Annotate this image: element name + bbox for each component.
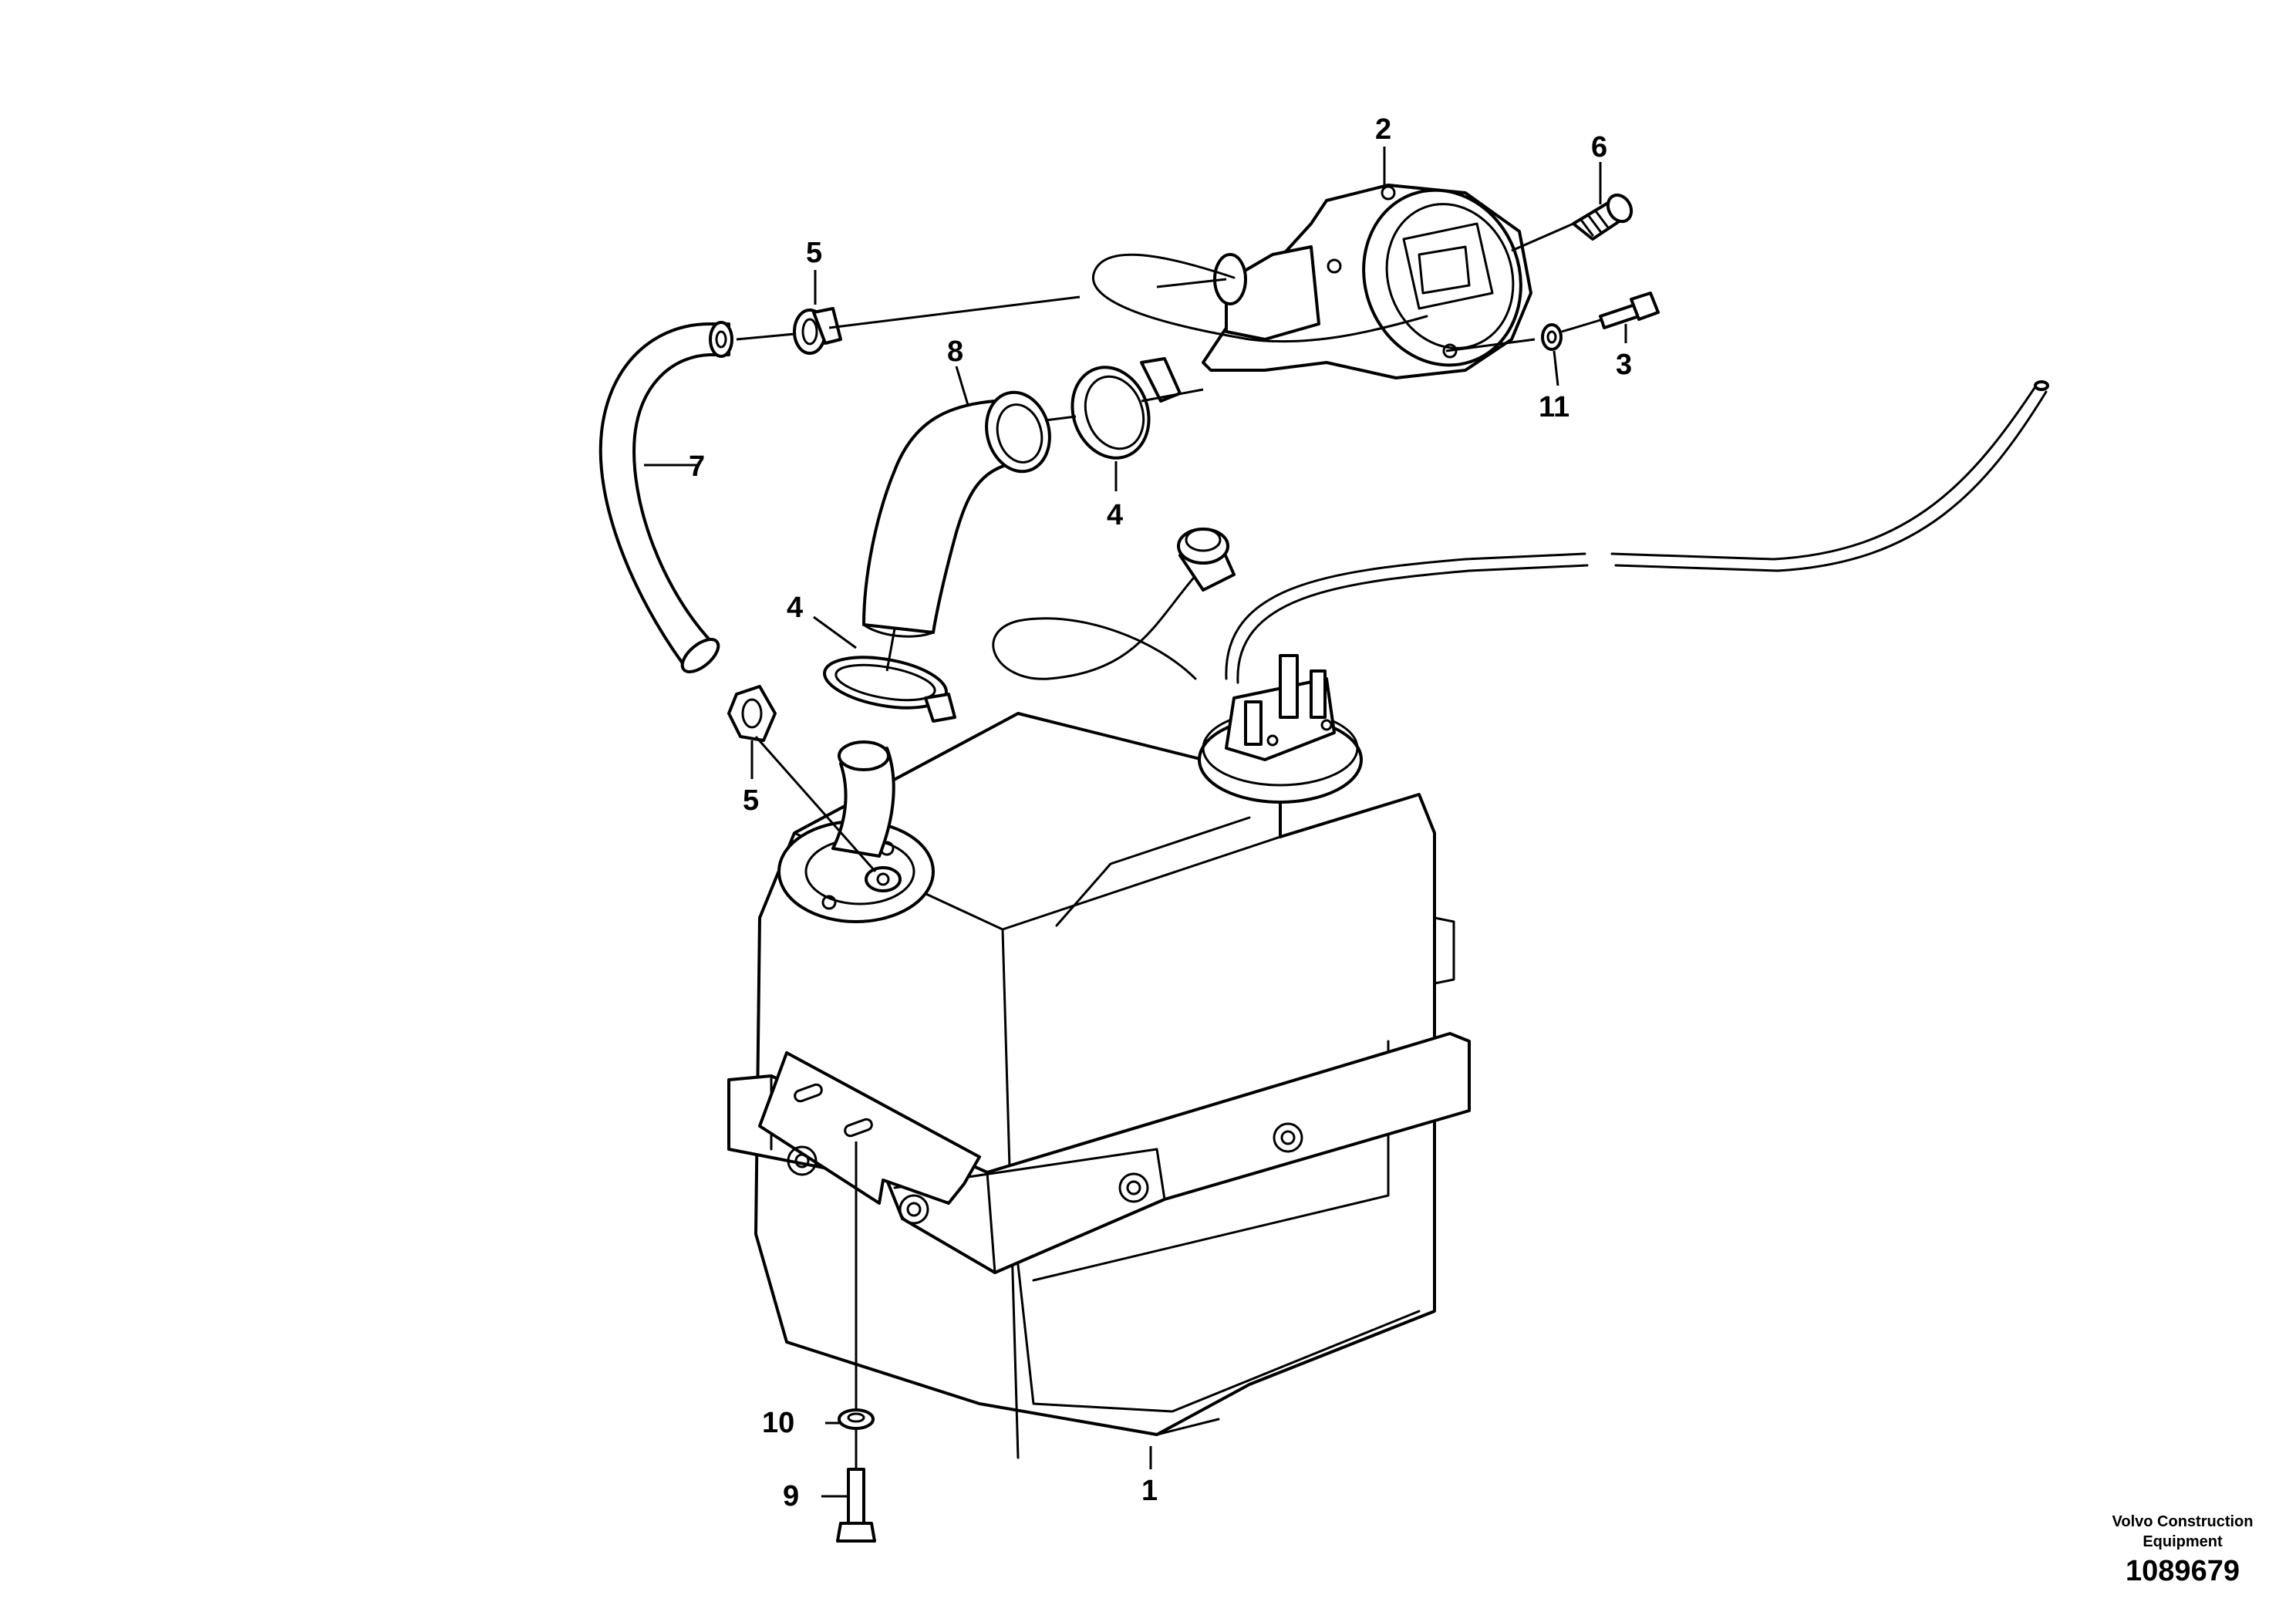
- clamp-5-lower: [727, 685, 777, 742]
- drawing-number: 1089679: [2126, 1555, 2240, 1587]
- callout-2: 2: [1375, 113, 1391, 146]
- callout-4-lower: 4: [787, 592, 803, 624]
- callout-5-upper: 5: [806, 237, 822, 269]
- callout-6: 6: [1591, 131, 1607, 164]
- part-9-bolt: [836, 1468, 876, 1543]
- hose-7: [598, 321, 733, 673]
- part-6-fitting: [1572, 193, 1633, 241]
- callout-labels: 1 2 3 4 4 5 5 6 7 8 9 10 11: [689, 113, 1632, 1512]
- callout-10: 10: [762, 1407, 794, 1439]
- wire-harness: [992, 528, 1236, 680]
- hose-8: [862, 390, 1051, 638]
- credit-company-line2: Equipment: [2143, 1533, 2223, 1550]
- clamp-5-upper: [793, 307, 842, 355]
- callout-8: 8: [947, 336, 963, 368]
- clamp-4-lower: [823, 656, 956, 723]
- callout-1: 1: [1141, 1475, 1158, 1507]
- callout-4-upper: 4: [1107, 499, 1123, 531]
- callout-11: 11: [1539, 391, 1569, 423]
- callout-7: 7: [689, 450, 705, 483]
- callout-leaders: [644, 147, 1627, 1498]
- part-3-bolt: [1599, 292, 1660, 329]
- filler-housing: [1092, 184, 1532, 379]
- part-10-washer: [838, 1408, 875, 1430]
- clamp-4-upper: [1070, 357, 1182, 460]
- callout-3: 3: [1616, 349, 1632, 381]
- part-11-washer: [1541, 323, 1563, 351]
- filler-stub: [831, 740, 902, 892]
- hose-long: [1225, 380, 2049, 684]
- credit-company-line1: Volvo Construction: [2112, 1513, 2254, 1530]
- assembly-lines: [736, 222, 1601, 1469]
- callout-5-lower: 5: [743, 784, 759, 817]
- callout-9: 9: [783, 1480, 799, 1512]
- reservoir-tank: [727, 654, 1471, 1459]
